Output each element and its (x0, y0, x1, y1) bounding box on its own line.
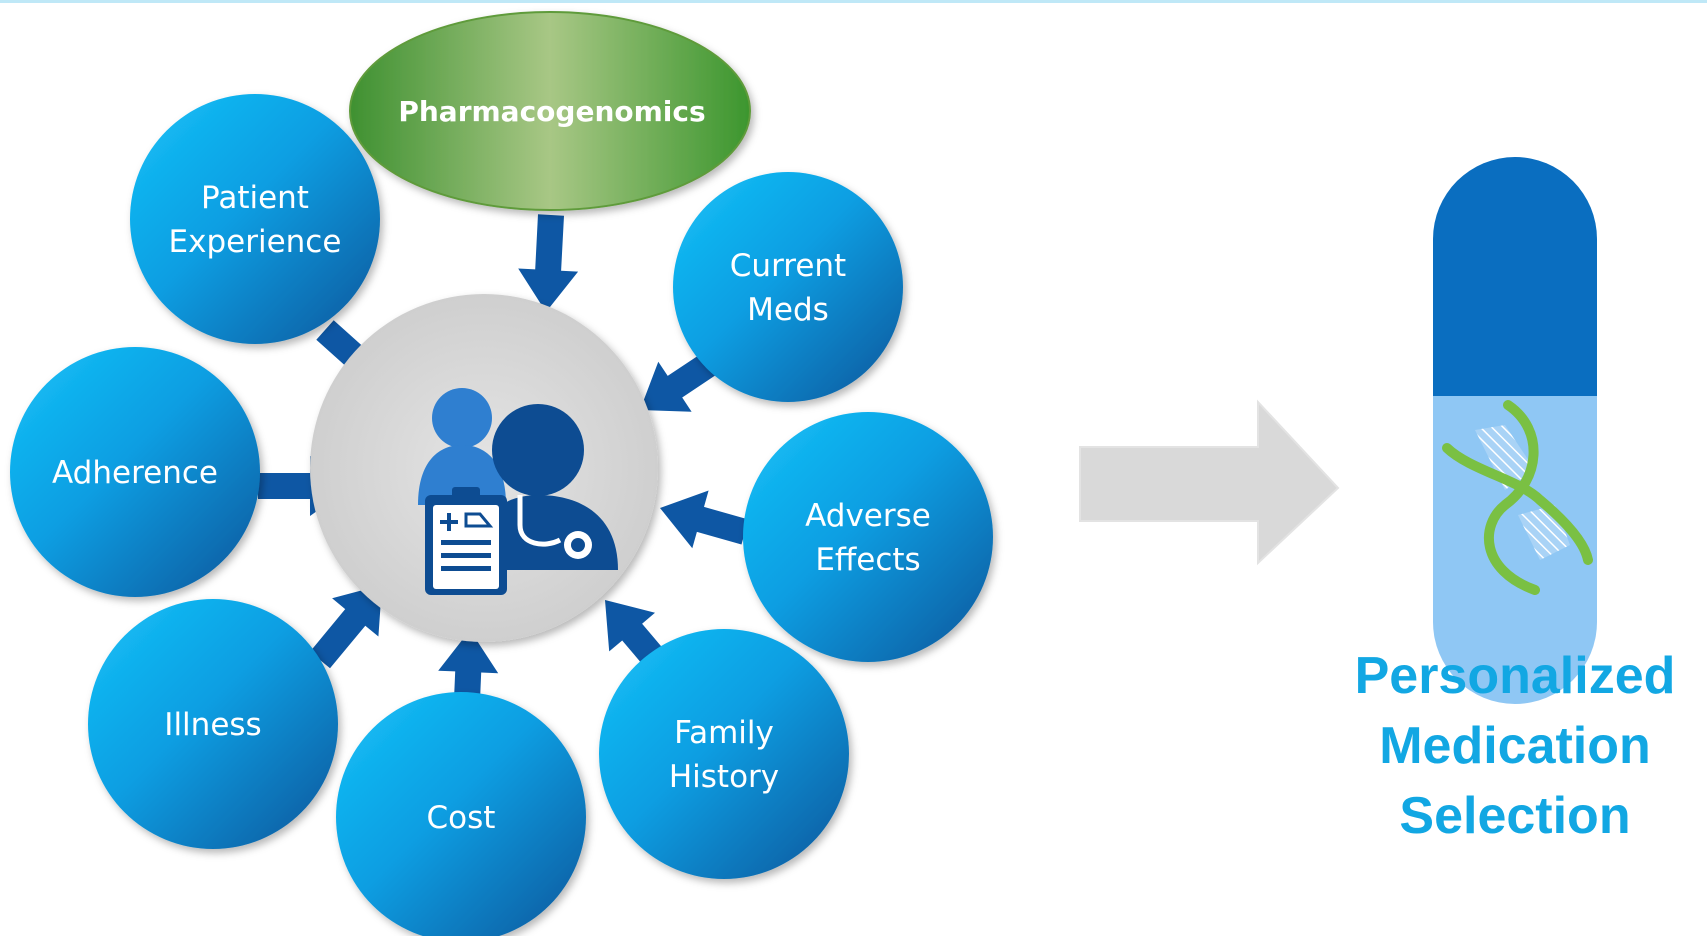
dna-capsule-icon (1433, 157, 1597, 704)
dna-icon (1442, 400, 1593, 595)
label-line: Adverse (805, 498, 931, 534)
factor-label-illness: Illness (164, 707, 261, 743)
arrow-cost (438, 630, 499, 701)
label-line: Adherence (52, 455, 218, 491)
arrow-pharmacogenomics (518, 214, 579, 312)
factor-node-cost: Cost (336, 692, 586, 936)
factor-circle (743, 412, 993, 662)
pharmacogenomics-node: Pharmacogenomics (349, 11, 751, 211)
label-line: Meds (747, 292, 829, 328)
label-line: Family (674, 715, 774, 751)
label-line: Experience (169, 224, 342, 260)
label-line: Personalized (1355, 647, 1676, 705)
factor-label-adherence: Adherence (52, 455, 218, 491)
center-hub (310, 294, 658, 642)
label-line: Selection (1399, 787, 1630, 845)
top-rule (0, 0, 1707, 3)
label-line: History (669, 759, 779, 795)
doctor-patient-clipboard-icon (418, 388, 618, 595)
label-line: Illness (164, 707, 261, 743)
factor-label-cost: Cost (427, 800, 496, 836)
factor-node-adherence: Adherence (10, 347, 260, 597)
arrow-adverse-effects (660, 490, 749, 549)
factor-node-illness: Illness (88, 599, 338, 849)
label-line: Effects (815, 542, 920, 578)
factor-circle (130, 94, 380, 344)
pharmacogenomics-label: Pharmacogenomics (398, 95, 705, 128)
factor-circle (673, 172, 903, 402)
factor-circle (336, 692, 586, 936)
factor-circle (10, 347, 260, 597)
factor-circle (88, 599, 338, 849)
big-right-arrow (1079, 399, 1340, 566)
arrow-illness (310, 585, 382, 669)
label-line: Medication (1379, 717, 1651, 775)
arrow-current-meds (640, 349, 723, 412)
factor-circle (599, 629, 849, 879)
label-line: Cost (427, 800, 496, 836)
label-line: Patient (201, 180, 309, 216)
label-line: Current (730, 248, 846, 284)
